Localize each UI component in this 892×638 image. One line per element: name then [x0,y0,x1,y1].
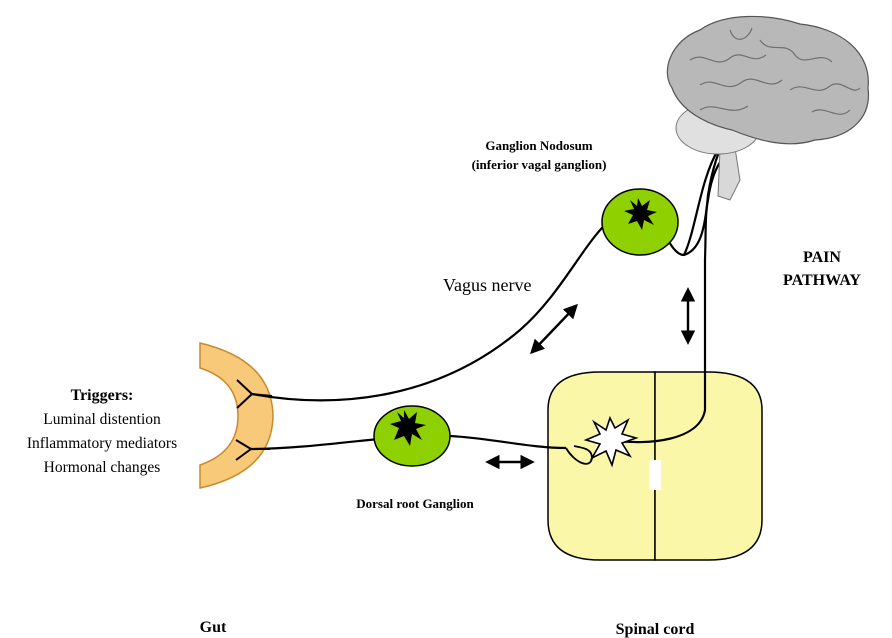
brain [667,16,868,200]
ganglion-nodosum-title: Ganglion Nodosum [485,138,592,153]
ganglion-nodosum-subtitle: (inferior vagal ganglion) [472,157,607,172]
pain-pathway-label-line2: PATHWAY [783,272,861,289]
spinal-cord-label: Spinal cord [616,621,695,638]
gut-shape [200,343,273,488]
gut-label: Gut [200,619,227,636]
dorsal-root-ganglion-label: Dorsal root Ganglion [356,496,474,511]
trigger-item: Luminal distention [43,411,161,428]
dorsal-root-ganglion [374,406,450,466]
spinal-cord [548,372,762,560]
vagus-nerve-label: Vagus nerve [443,275,531,295]
triggers-title: Triggers: [71,387,134,404]
brainstem [718,148,740,200]
trigger-item: Inflammatory mediators [27,435,177,452]
pain-pathway-label-line1: PAIN [803,249,841,266]
trigger-item: Hormonal changes [44,459,161,476]
ganglion-nodosum [602,189,678,255]
